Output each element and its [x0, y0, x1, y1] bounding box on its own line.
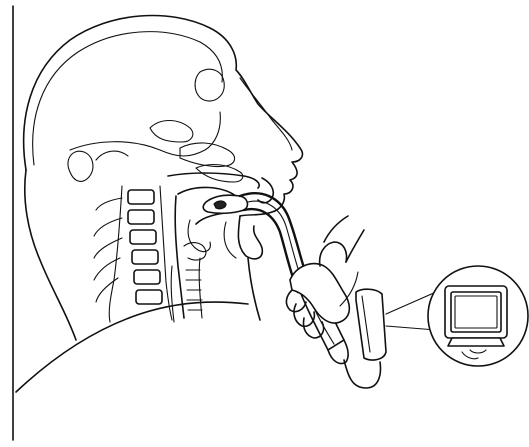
hand-palm: [290, 264, 349, 323]
thumb: [320, 242, 347, 266]
skull-notch: [96, 151, 128, 160]
chin-inner: [224, 222, 236, 258]
vertebra-5: [134, 270, 160, 284]
nose-detail: [240, 78, 292, 150]
esophagus: [171, 266, 174, 322]
connector-cable: [344, 360, 380, 388]
vertebra-4: [132, 250, 158, 264]
inner-skull: [33, 32, 223, 165]
vertebra-6: [136, 290, 162, 304]
jaw-to-neck: [248, 258, 260, 320]
ear: [68, 151, 93, 181]
spinous-process-2: [94, 218, 122, 236]
nasal-turbinate: [180, 143, 235, 167]
skull-outline: [24, 16, 303, 217]
cranial-floor: [70, 112, 220, 156]
mandible: [238, 216, 262, 259]
camera-lens: [214, 201, 226, 209]
monitor-frame: [445, 286, 507, 338]
pharynx-wall: [175, 196, 184, 318]
vertebra-1: [128, 190, 154, 204]
wrist-line-1: [324, 216, 348, 242]
spine-outline-left: [109, 186, 122, 322]
spinous-process-5: [96, 278, 118, 302]
upper-lip: [258, 178, 273, 203]
back-of-neck: [25, 170, 76, 340]
vertebra-2: [128, 210, 154, 224]
epiglottis: [188, 220, 210, 252]
vertebra-3: [130, 230, 156, 244]
sinus-2: [150, 121, 193, 143]
cervical-spine: [94, 186, 172, 322]
monitor-housing: [356, 289, 386, 360]
monitor-base: [448, 338, 504, 346]
hand-icon: [286, 216, 364, 338]
spinous-process-1: [96, 198, 122, 210]
trachea-front: [199, 258, 202, 318]
wrist-line-2: [346, 230, 364, 262]
palate: [168, 173, 259, 188]
head-profile-icon: [16, 16, 302, 393]
shoulder-line: [16, 302, 248, 392]
sinus-1: [195, 69, 224, 101]
monitor-icon: [386, 266, 528, 366]
